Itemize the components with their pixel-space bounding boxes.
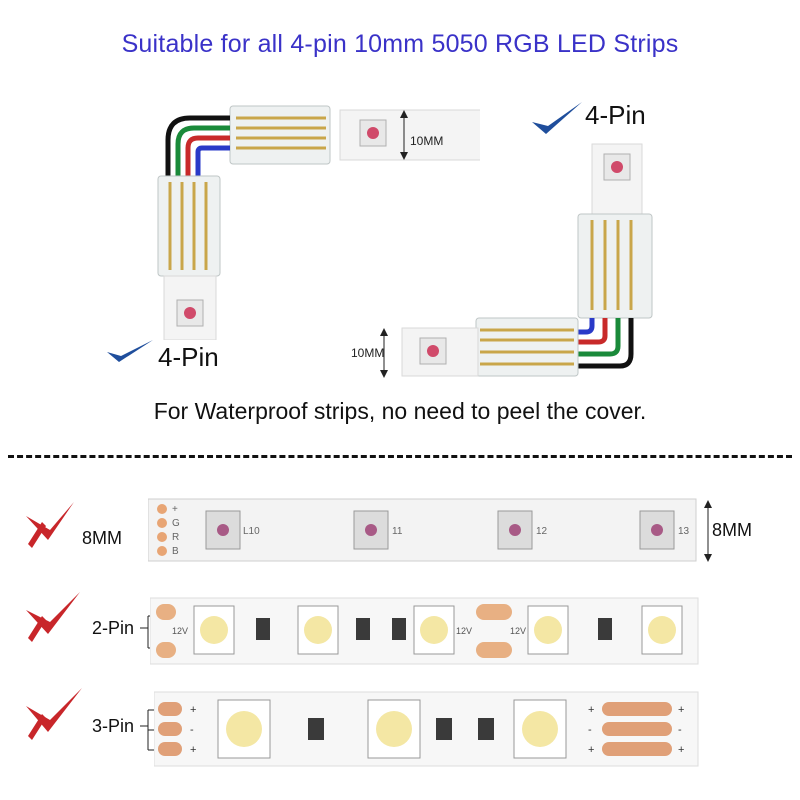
led-code: 11 [392,526,403,537]
cross-icon [26,688,82,740]
left-connector-pin-label: 4-Pin [158,342,219,372]
cross-icon [26,592,80,642]
pad-sign: + [588,704,594,716]
pad-sign: - [678,724,682,736]
strip-2pin-label: 2-Pin [92,618,135,638]
section-divider [8,455,792,458]
check-icon [107,340,153,362]
pad-label: R [172,532,179,543]
pad-sign: + [190,704,196,716]
voltage-label: 12V [456,626,472,636]
pad-sign: + [588,744,594,756]
right-connector-dimension-label: 10MM [351,346,385,360]
left-connector-dimension-label: 10MM [410,134,444,148]
right-l-connector-illustration [380,143,653,378]
strip-8mm-dimension-label: 8MM [712,520,752,540]
right-connector-pin-label: 4-Pin [585,100,646,130]
left-l-connector-illustration [157,105,480,340]
pad-label: B [172,546,179,557]
page-title: Suitable for all 4-pin 10mm 5050 RGB LED… [121,30,679,58]
led-code: 13 [678,526,690,537]
pad-sign: - [190,724,194,736]
dimension-arrow [704,500,712,562]
led-code: 12 [536,526,548,537]
led-code: L10 [243,526,260,537]
voltage-label: 12V [172,626,188,636]
pad-sign: + [678,744,684,756]
strip-3pin-label: 3-Pin [92,716,135,736]
voltage-label: 12V [510,626,526,636]
pad-label: + [172,504,178,515]
check-icon [532,102,582,134]
strip-8mm-illustration: + G R B L10 11 12 13 [148,498,697,562]
pad-sign: + [190,744,196,756]
strip-8mm-label: 8MM [82,528,122,548]
waterproof-note: For Waterproof strips, no need to peel t… [153,398,647,424]
cross-icon [26,502,74,548]
strip-3pin-illustration: + - + + - + + - + [154,691,699,767]
pad-sign: - [588,724,592,736]
pad-sign: + [678,704,684,716]
pad-label: G [172,518,180,529]
strip-2pin-illustration: 12V 12V 12V [150,597,699,665]
